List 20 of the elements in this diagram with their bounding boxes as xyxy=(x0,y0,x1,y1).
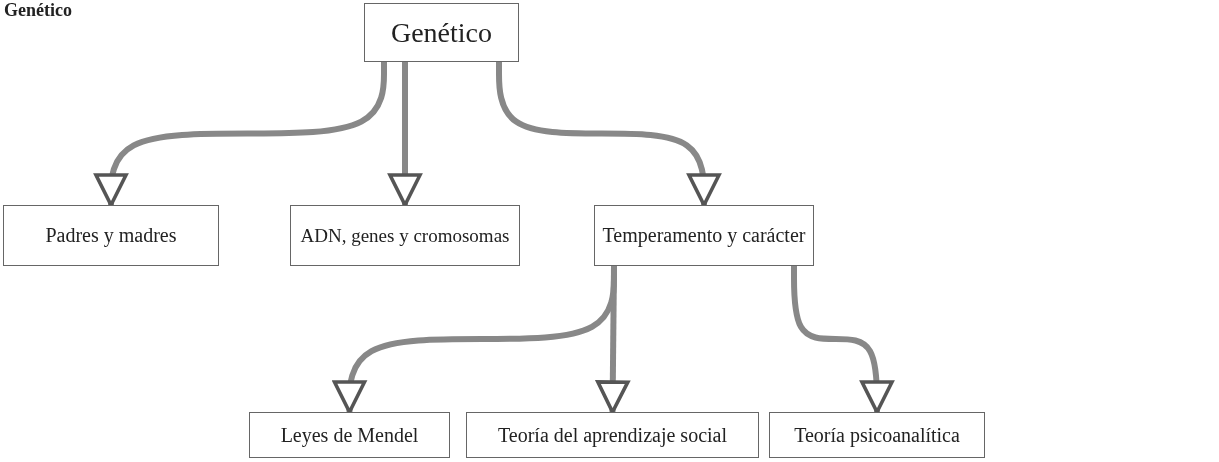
curved-arrow xyxy=(496,62,721,207)
curved-arrow xyxy=(94,62,387,207)
box-label: Leyes de Mendel xyxy=(280,423,419,447)
curved-arrow xyxy=(791,266,894,414)
box-label: Teoría del aprendizaje social xyxy=(497,423,727,447)
box-label: ADN, genes y cromosomas xyxy=(300,224,510,247)
curved-arrow xyxy=(388,62,422,207)
heading: Genético xyxy=(4,0,72,21)
box-label: Teoría psicoanalítica xyxy=(794,423,960,447)
concept-box xyxy=(769,412,985,458)
concept-box xyxy=(594,205,814,266)
concept-box xyxy=(290,205,520,266)
concept-box xyxy=(466,412,759,458)
concept-box xyxy=(249,412,450,458)
curved-arrow xyxy=(596,265,630,414)
box-label: Temperamento y carácter xyxy=(602,224,806,247)
concept-box xyxy=(364,3,519,62)
box-label: Padres y madres xyxy=(45,224,177,247)
box-label: Genético xyxy=(390,16,493,49)
concept-box xyxy=(3,205,219,266)
